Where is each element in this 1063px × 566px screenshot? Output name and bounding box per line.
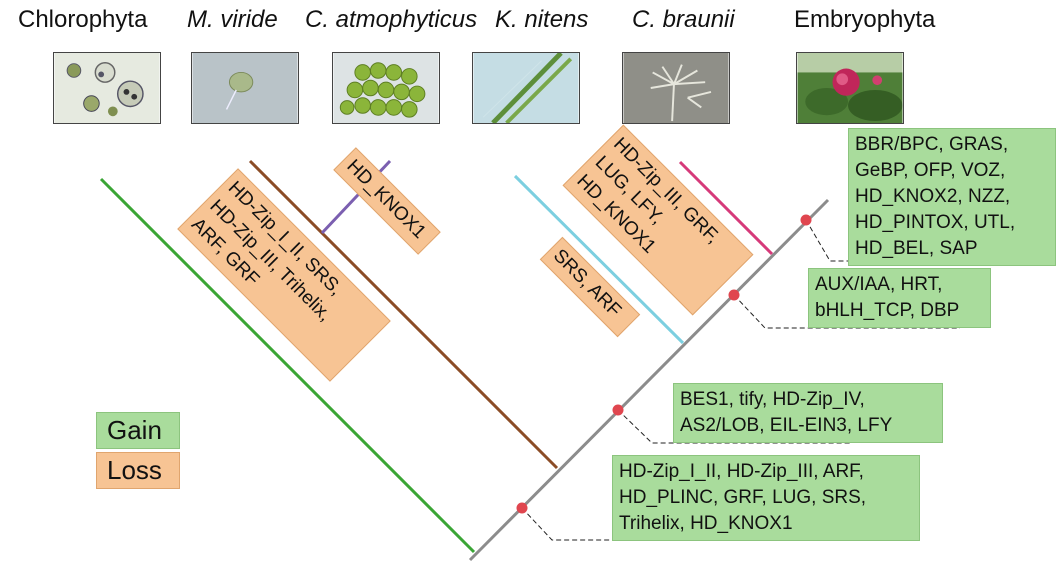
node-dot-embryophyta <box>801 215 812 226</box>
k-nitens-filaments-image <box>472 52 580 124</box>
node-dot-charales <box>729 290 740 301</box>
node-dot-klebsormidium <box>613 405 624 416</box>
gain-line: HD_PLINC, GRF, LUG, SRS, <box>619 485 913 511</box>
c-braunii-thallus-image <box>622 52 730 124</box>
gain-box-charales: AUX/IAA, HRT, bHLH_TCP, DBP <box>808 268 991 328</box>
chlorophyta-cells-image <box>53 52 161 124</box>
gain-line: BES1, tify, HD-Zip_IV, <box>680 387 936 413</box>
m-viride-cell-image <box>191 52 299 124</box>
gain-line: HD_KNOX2, NZZ, <box>855 184 1049 210</box>
embryophyta-flower-image <box>796 52 904 124</box>
gain-line: HD-Zip_I_II, HD-Zip_III, ARF, <box>619 459 913 485</box>
taxon-label-m-viride: M. viride <box>187 6 278 34</box>
taxon-label-chlorophyta: Chlorophyta <box>18 6 147 34</box>
gain-line: BBR/BPC, GRAS, <box>855 132 1049 158</box>
node-dot-base <box>517 503 528 514</box>
legend-gain: Gain <box>96 412 180 449</box>
taxon-label-k-nitens: K. nitens <box>495 6 588 34</box>
gain-line: Trihelix, HD_KNOX1 <box>619 511 913 537</box>
legend-loss: Loss <box>96 452 180 489</box>
taxon-label-c-braunii: C. braunii <box>632 6 735 34</box>
gain-box-embryophyta: BBR/BPC, GRAS, GeBP, OFP, VOZ, HD_KNOX2,… <box>848 128 1056 266</box>
c-atmophyticus-colony-image <box>332 52 440 124</box>
gain-line: AS2/LOB, EIL-EIN3, LFY <box>680 413 936 439</box>
gain-line: HD_BEL, SAP <box>855 236 1049 262</box>
taxon-label-c-atmophyticus: C. atmophyticus <box>305 6 477 34</box>
gain-box-base: HD-Zip_I_II, HD-Zip_III, ARF, HD_PLINC, … <box>612 455 920 541</box>
gain-line: GeBP, OFP, VOZ, <box>855 158 1049 184</box>
taxon-label-embryophyta: Embryophyta <box>794 6 935 34</box>
gain-line: AUX/IAA, HRT, <box>815 272 984 298</box>
gain-box-klebsormidium: BES1, tify, HD-Zip_IV, AS2/LOB, EIL-EIN3… <box>673 383 943 443</box>
gain-line: bHLH_TCP, DBP <box>815 298 984 324</box>
gain-line: HD_PINTOX, UTL, <box>855 210 1049 236</box>
